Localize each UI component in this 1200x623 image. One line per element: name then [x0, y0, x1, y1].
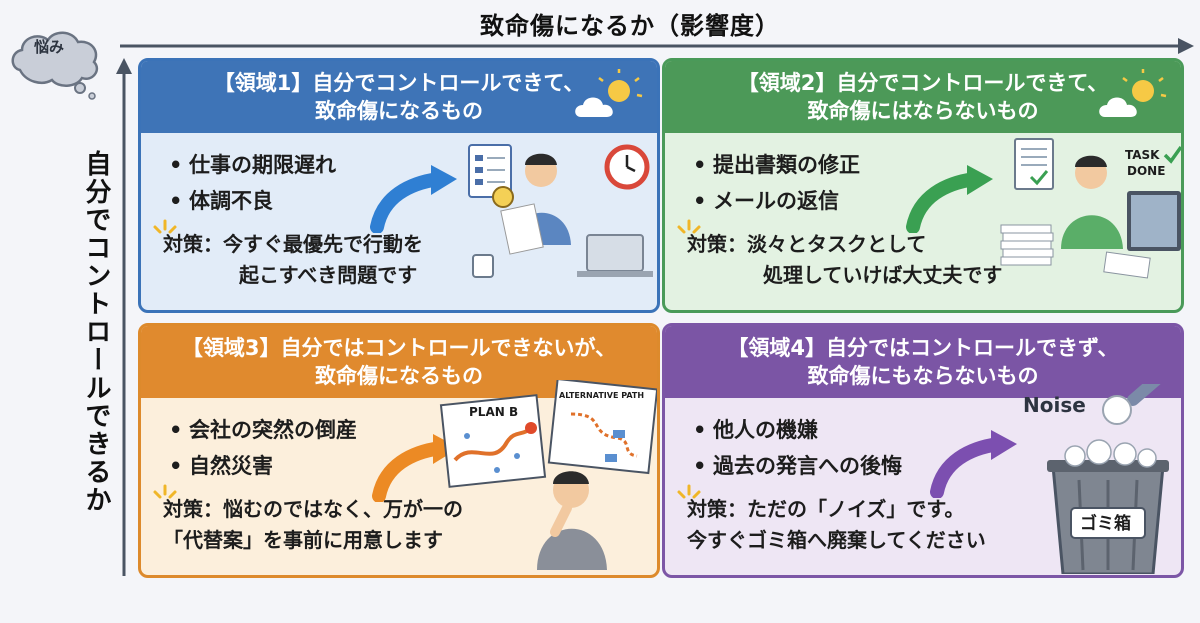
worry-cloud-icon: [11, 31, 99, 100]
measure-line1: 対策：ただの「ノイズ」です。: [687, 497, 965, 521]
quadrant-2-items: 提出書類の修正 メールの返信: [693, 147, 860, 219]
plan-b-label: PLAN B: [469, 405, 518, 419]
measure-line1: 対策：今すぐ最優先で行動を: [163, 232, 423, 256]
measure-line1: 対策：淡々とタスクとして: [687, 232, 927, 256]
sparkle-icon: [153, 484, 177, 499]
worry-label: 悩み: [34, 38, 65, 56]
arrow-icon: [930, 430, 1017, 498]
sparkle-icon: [677, 219, 701, 234]
task-done-illustration: TASK DONE: [1000, 138, 1181, 279]
quadrant-4-title-line1: 【領域4】自分ではコントロールできず、: [727, 336, 1119, 360]
arrow-icon: [370, 165, 457, 233]
quadrant-3-title-line1: 【領域3】自分ではコントロールできないが、: [181, 336, 617, 360]
arrow-icon: [906, 165, 993, 233]
trash-can-illustration: Noise ゴミ箱: [1023, 384, 1169, 574]
quadrant-3: 【領域3】自分ではコントロールできないが、 致命傷になるもの 会社の突然の倒産 …: [138, 323, 660, 578]
y-axis-title: 自分でコントロールできるか: [81, 150, 111, 514]
sparkle-icon: [153, 219, 177, 234]
plan-b-illustration: PLAN B ALTERNATIVE PATH: [439, 380, 657, 570]
quadrant-1-title-line1: 【領域1】自分でコントロールできて、: [213, 71, 585, 95]
quadrant-2-title-line1: 【領域2】自分でコントロールできて、: [737, 71, 1109, 95]
busy-worker-illustration: [468, 144, 653, 278]
quadrant-4-items: 他人の機嫌 過去の発言への後悔: [693, 412, 902, 484]
quadrant-4-body: 他人の機嫌 過去の発言への後悔 対策：ただの「ノイズ」です。 今すぐゴミ箱へ廃棄…: [665, 384, 1181, 575]
list-item: 自然災害: [169, 448, 357, 484]
list-item: 他人の機嫌: [693, 412, 902, 448]
x-axis-arrow: [120, 38, 1194, 54]
measure-line2: 起こすべき問題です: [239, 263, 418, 287]
quadrant-4-title-line2: 致命傷にもならないもの: [807, 364, 1039, 388]
quadrant-1-measure: 対策：今すぐ最優先で行動を 起こすべき問題です: [163, 229, 423, 291]
quadrant-1-items: 仕事の期限遅れ 体調不良: [169, 147, 336, 219]
quadrant-1-title-line2: 致命傷になるもの: [315, 99, 483, 123]
measure-line2: 処理していけば大丈夫です: [763, 263, 1003, 287]
list-item: 提出書類の修正: [693, 147, 860, 183]
quadrant-3-title-line2: 致命傷になるもの: [315, 364, 483, 388]
measure-line2: 「代替案」を事前に用意します: [163, 528, 443, 552]
quadrant-2: 【領域2】自分でコントロールできて、 致命傷にはならないもの 提出書類の修正 メ…: [662, 58, 1184, 313]
y-axis-arrow: [116, 58, 132, 576]
list-item: 会社の突然の倒産: [169, 412, 357, 448]
noise-label: Noise: [1023, 393, 1086, 417]
quadrant-3-measure: 対策：悩むのではなく、万が一の 「代替案」を事前に用意します: [163, 494, 463, 556]
measure-line2: 今すぐゴミ箱へ廃棄してください: [687, 528, 986, 552]
quadrant-4-measure: 対策：ただの「ノイズ」です。 今すぐゴミ箱へ廃棄してください: [687, 494, 986, 556]
list-item: 体調不良: [169, 183, 336, 219]
task-label: TASK: [1125, 148, 1160, 162]
quadrant-2-measure: 対策：淡々とタスクとして 処理していけば大丈夫です: [687, 229, 1002, 291]
sparkle-icon: [677, 484, 701, 499]
list-item: 過去の発言への後悔: [693, 448, 902, 484]
alternative-path-label: ALTERNATIVE PATH: [559, 391, 644, 400]
list-item: 仕事の期限遅れ: [169, 147, 336, 183]
quadrant-1: 【領域1】自分でコントロールできて、 致命傷になるもの 仕事の期限遅れ 体調不良…: [138, 58, 660, 313]
trash-label: ゴミ箱: [1080, 513, 1131, 534]
quadrant-2-title-line2: 致命傷にはならないもの: [807, 99, 1039, 123]
list-item: メールの返信: [693, 183, 860, 219]
quadrant-4-header: 【領域4】自分ではコントロールできず、 致命傷にもならないもの: [665, 326, 1181, 398]
quadrant-1-header: 【領域1】自分でコントロールできて、 致命傷になるもの: [141, 61, 657, 133]
quadrant-4: 【領域4】自分ではコントロールできず、 致命傷にもならないもの 他人の機嫌 過去…: [662, 323, 1184, 578]
done-label: DONE: [1127, 164, 1165, 178]
sun-cloud-icon: [575, 69, 643, 117]
quadrant-3-items: 会社の突然の倒産 自然災害: [169, 412, 357, 484]
sun-cloud-icon: [1099, 69, 1167, 117]
measure-line1: 対策：悩むのではなく、万が一の: [163, 497, 463, 521]
quadrant-2-body: 提出書類の修正 メールの返信 対策：淡々とタスクとして 処理していけば大丈夫です…: [665, 133, 1181, 310]
quadrant-2-header: 【領域2】自分でコントロールできて、 致命傷にはならないもの: [665, 61, 1181, 133]
x-axis-title: 致命傷になるか（影響度）: [480, 12, 780, 40]
quadrant-1-body: 仕事の期限遅れ 体調不良 対策：今すぐ最優先で行動を 起こすべき問題です: [141, 133, 657, 310]
quadrant-3-header: 【領域3】自分ではコントロールできないが、 致命傷になるもの: [141, 326, 657, 398]
quadrant-3-body: 会社の突然の倒産 自然災害 対策：悩むのではなく、万が一の 「代替案」を事前に用…: [141, 380, 657, 575]
